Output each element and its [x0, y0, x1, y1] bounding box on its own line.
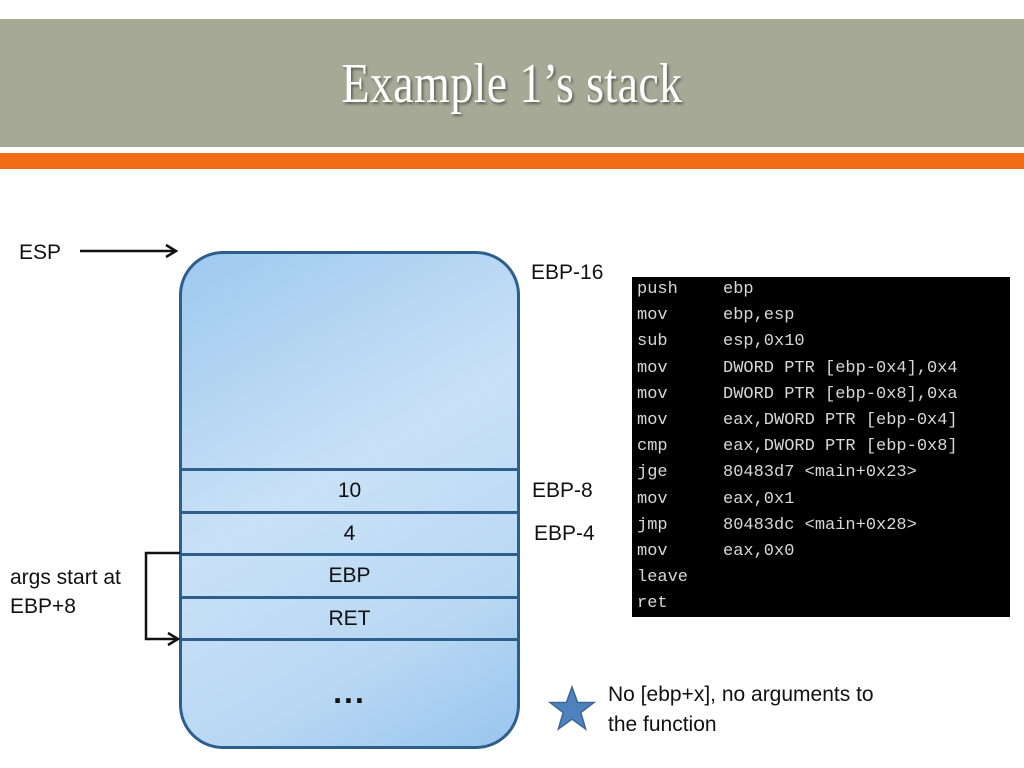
stack-cell-value-10: 10 [337, 479, 362, 502]
ebp-minus-4-label: EBP-4 [534, 522, 595, 545]
assembly-opcode: mov [637, 489, 668, 509]
star-icon [548, 685, 596, 731]
assembly-operands: eax,0x0 [723, 541, 795, 561]
esp-label: ESP [19, 241, 62, 264]
note-line1: No [ebp+x], no arguments to [608, 683, 874, 706]
assembly-operands: 80483dc <main+0x28> [723, 515, 917, 535]
assembly-opcode: jge [637, 463, 668, 483]
assembly-opcode: mov [637, 358, 668, 378]
assembly-opcode: ret [637, 594, 668, 614]
assembly-opcode: mov [637, 384, 668, 404]
assembly-operands: eax,DWORD PTR [ebp-0x8] [723, 437, 958, 457]
stack-divider [182, 511, 517, 514]
ebp-minus-16-label: EBP-16 [531, 261, 604, 284]
assembly-line: mov DWORD PTR [ebp-0x4],0x4 [637, 356, 1010, 382]
assembly-line: mov eax,0x1 [637, 487, 1010, 513]
stack-cell-ret: RET [328, 607, 371, 630]
assembly-line: leave [637, 565, 1010, 591]
assembly-operands: 80483d7 <main+0x23> [723, 463, 917, 483]
assembly-operands: eax,DWORD PTR [ebp-0x4] [723, 410, 958, 430]
assembly-operands: DWORD PTR [ebp-0x4],0x4 [723, 358, 958, 378]
assembly-line: push ebp [637, 277, 1010, 303]
assembly-operands: DWORD PTR [ebp-0x8],0xa [723, 384, 958, 404]
stack-divider [182, 638, 517, 641]
assembly-operands: esp,0x10 [723, 332, 805, 352]
assembly-operands: ebp,esp [723, 306, 795, 326]
accent-bar [0, 153, 1024, 169]
assembly-opcode: sub [637, 332, 668, 352]
stack-divider [182, 553, 517, 556]
assembly-opcode: jmp [637, 515, 668, 535]
assembly-line: mov ebp,esp [637, 303, 1010, 329]
assembly-line: jmp 80483dc <main+0x28> [637, 513, 1010, 539]
assembly-opcode: cmp [637, 437, 668, 457]
note-line2: the function [608, 713, 717, 736]
args-label-line2: EBP+8 [10, 595, 76, 618]
ebp-minus-8-label: EBP-8 [532, 479, 593, 502]
assembly-opcode: leave [637, 568, 689, 588]
assembly-line: sub esp,0x10 [637, 329, 1010, 355]
assembly-line: ret [637, 591, 1010, 617]
stack-divider [182, 596, 517, 599]
args-label-line1: args start at [10, 566, 121, 589]
stack-divider [182, 468, 517, 471]
stack-ellipsis: ... [333, 674, 366, 710]
assembly-line: cmp eax,DWORD PTR [ebp-0x8] [637, 434, 1010, 460]
assembly-line: mov eax,DWORD PTR [ebp-0x4] [637, 408, 1010, 434]
stack-cell-ebp: EBP [328, 564, 371, 587]
slide-title: Example 1’s stack [341, 53, 683, 115]
esp-arrow [80, 243, 179, 259]
assembly-line: jge 80483d7 <main+0x23> [637, 460, 1010, 486]
assembly-opcode: push [637, 280, 678, 299]
assembly-line: mov DWORD PTR [ebp-0x8],0xa [637, 382, 1010, 408]
args-bracket-arrow [144, 551, 181, 647]
assembly-opcode: mov [637, 541, 668, 561]
assembly-operands: eax,0x1 [723, 489, 795, 509]
title-bar [0, 19, 1024, 147]
assembly-operands: ebp [723, 280, 754, 299]
assembly-opcode: mov [637, 306, 668, 326]
assembly-opcode: mov [637, 410, 668, 430]
stack-cell-value-4: 4 [343, 522, 356, 545]
assembly-line: mov eax,0x0 [637, 539, 1010, 565]
stack-diagram: 10 4 EBP RET ... [179, 251, 520, 749]
